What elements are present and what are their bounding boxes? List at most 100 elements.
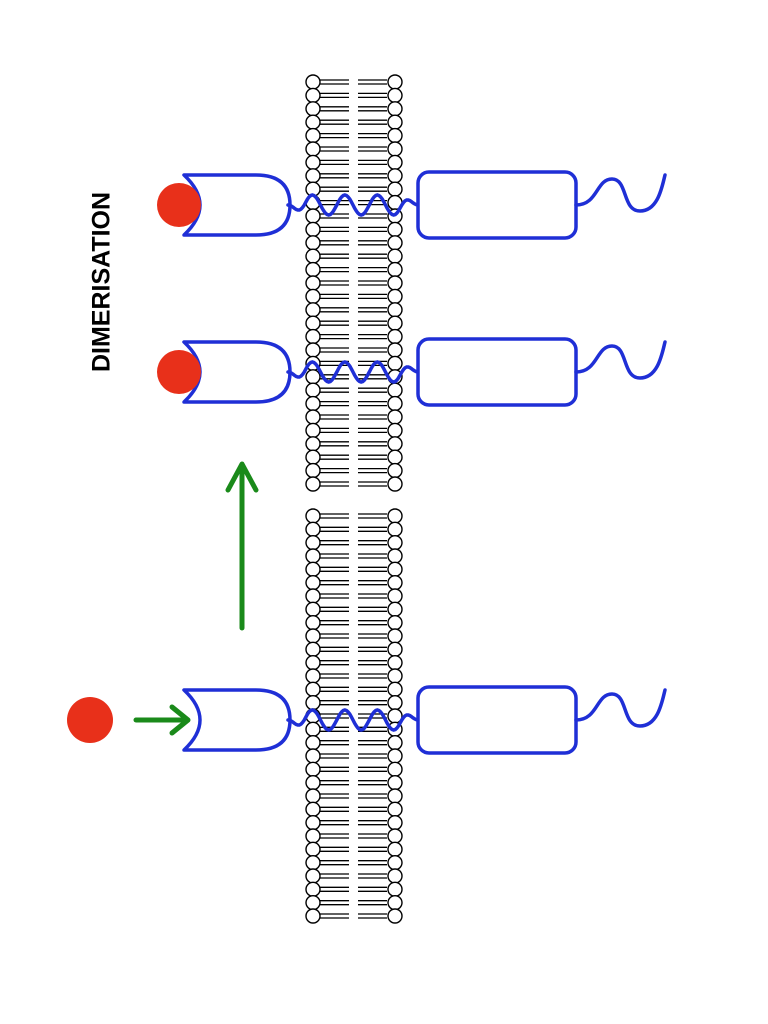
lipid-pair	[305, 734, 403, 751]
receptor-group	[67, 170, 667, 755]
lipid-pair	[305, 395, 403, 412]
lipid-head	[305, 328, 321, 345]
extracellular-domain	[182, 688, 292, 752]
lipid-pair	[305, 534, 403, 551]
lipid-head	[387, 74, 403, 90]
lipid-pair	[305, 315, 403, 331]
ligand	[157, 350, 201, 394]
intracellular-domain	[416, 685, 578, 755]
lipid-pair	[305, 681, 403, 698]
lipid-head	[305, 315, 321, 331]
lipid-head	[387, 114, 403, 130]
lipid-head	[305, 114, 321, 130]
lipid-head	[387, 748, 403, 764]
lipid-head	[305, 409, 321, 425]
lipid-head	[387, 302, 403, 318]
lipid-head	[387, 534, 403, 551]
lipid-head	[305, 248, 321, 264]
lipid-pair	[305, 894, 403, 911]
lipid-head	[305, 221, 321, 238]
arrow-group	[133, 461, 259, 736]
lipid-head	[305, 814, 321, 831]
lipid-head	[387, 734, 403, 751]
lipid-head	[305, 601, 321, 618]
dimer-receptor-lower	[157, 337, 667, 407]
lipid-head	[305, 462, 321, 479]
lipid-pair	[305, 521, 403, 538]
lipid-head	[387, 449, 403, 465]
lipid-pair	[305, 654, 403, 671]
ligand	[157, 183, 201, 227]
lipid-pair	[305, 476, 403, 492]
lipid-pair	[305, 328, 403, 345]
lipid-pair	[305, 101, 403, 117]
lipid-head	[387, 801, 403, 818]
lipid-head	[305, 668, 321, 684]
lipid-head	[305, 761, 321, 778]
lipid-pair	[305, 668, 403, 684]
dimer-receptor-upper	[157, 170, 667, 240]
lipid-head	[387, 261, 403, 278]
lipid-head	[387, 342, 403, 358]
lipid-head	[387, 476, 403, 492]
lipid-pair	[305, 181, 403, 197]
lipid-head	[387, 221, 403, 238]
lipid-pair	[305, 828, 403, 844]
c-terminal-tail	[574, 340, 667, 380]
lipid-head	[305, 101, 321, 117]
lipid-pair	[305, 774, 403, 791]
lipid-head	[387, 668, 403, 684]
lipid-head	[305, 788, 321, 804]
lipid-head	[305, 574, 321, 591]
lipid-head	[387, 101, 403, 117]
monomer-receptor	[182, 685, 667, 755]
lipid-pair	[305, 127, 403, 144]
lipid-head	[387, 814, 403, 831]
lipid-pair	[305, 801, 403, 818]
lipid-pair	[305, 601, 403, 618]
lipid-pair	[305, 548, 403, 564]
lipid-head	[387, 841, 403, 858]
lipid-head	[387, 641, 403, 658]
lipid-head	[305, 734, 321, 751]
lipid-pair	[305, 614, 403, 631]
lipid-head	[387, 127, 403, 144]
lipid-head	[387, 422, 403, 439]
transmembrane-helix	[286, 360, 420, 384]
lipid-head	[305, 275, 321, 291]
lipid-head	[387, 355, 403, 372]
intracellular-domain	[416, 170, 578, 240]
lipid-pair	[305, 422, 403, 439]
lipid-pair	[305, 288, 403, 305]
lipid-head	[387, 588, 403, 604]
lipid-head	[305, 894, 321, 911]
lipid-head	[305, 828, 321, 844]
lipid-head	[305, 436, 321, 452]
lipid-head	[387, 181, 403, 197]
lipid-head	[305, 561, 321, 578]
lipid-head	[305, 74, 321, 90]
transmembrane-helix	[286, 193, 420, 217]
lipid-pair	[305, 275, 403, 291]
lipid-pair	[305, 342, 403, 358]
lipid-head	[387, 868, 403, 884]
lipid-head	[387, 87, 403, 104]
lipid-head	[387, 881, 403, 898]
lipid-pair	[305, 382, 403, 398]
lipid-head	[387, 548, 403, 564]
lipid-pair	[305, 854, 403, 871]
lipid-head	[305, 548, 321, 564]
lipid-head	[387, 854, 403, 871]
lipid-head	[305, 261, 321, 278]
lipid-head	[305, 476, 321, 492]
lipid-pair	[305, 74, 403, 90]
lipid-pair	[305, 302, 403, 318]
lipid-pair	[305, 261, 403, 278]
lipid-head	[387, 409, 403, 425]
lipid-head	[305, 422, 321, 439]
lipid-head	[305, 748, 321, 764]
lipid-head	[387, 248, 403, 264]
lipid-head	[305, 694, 321, 711]
lipid-head	[305, 681, 321, 698]
